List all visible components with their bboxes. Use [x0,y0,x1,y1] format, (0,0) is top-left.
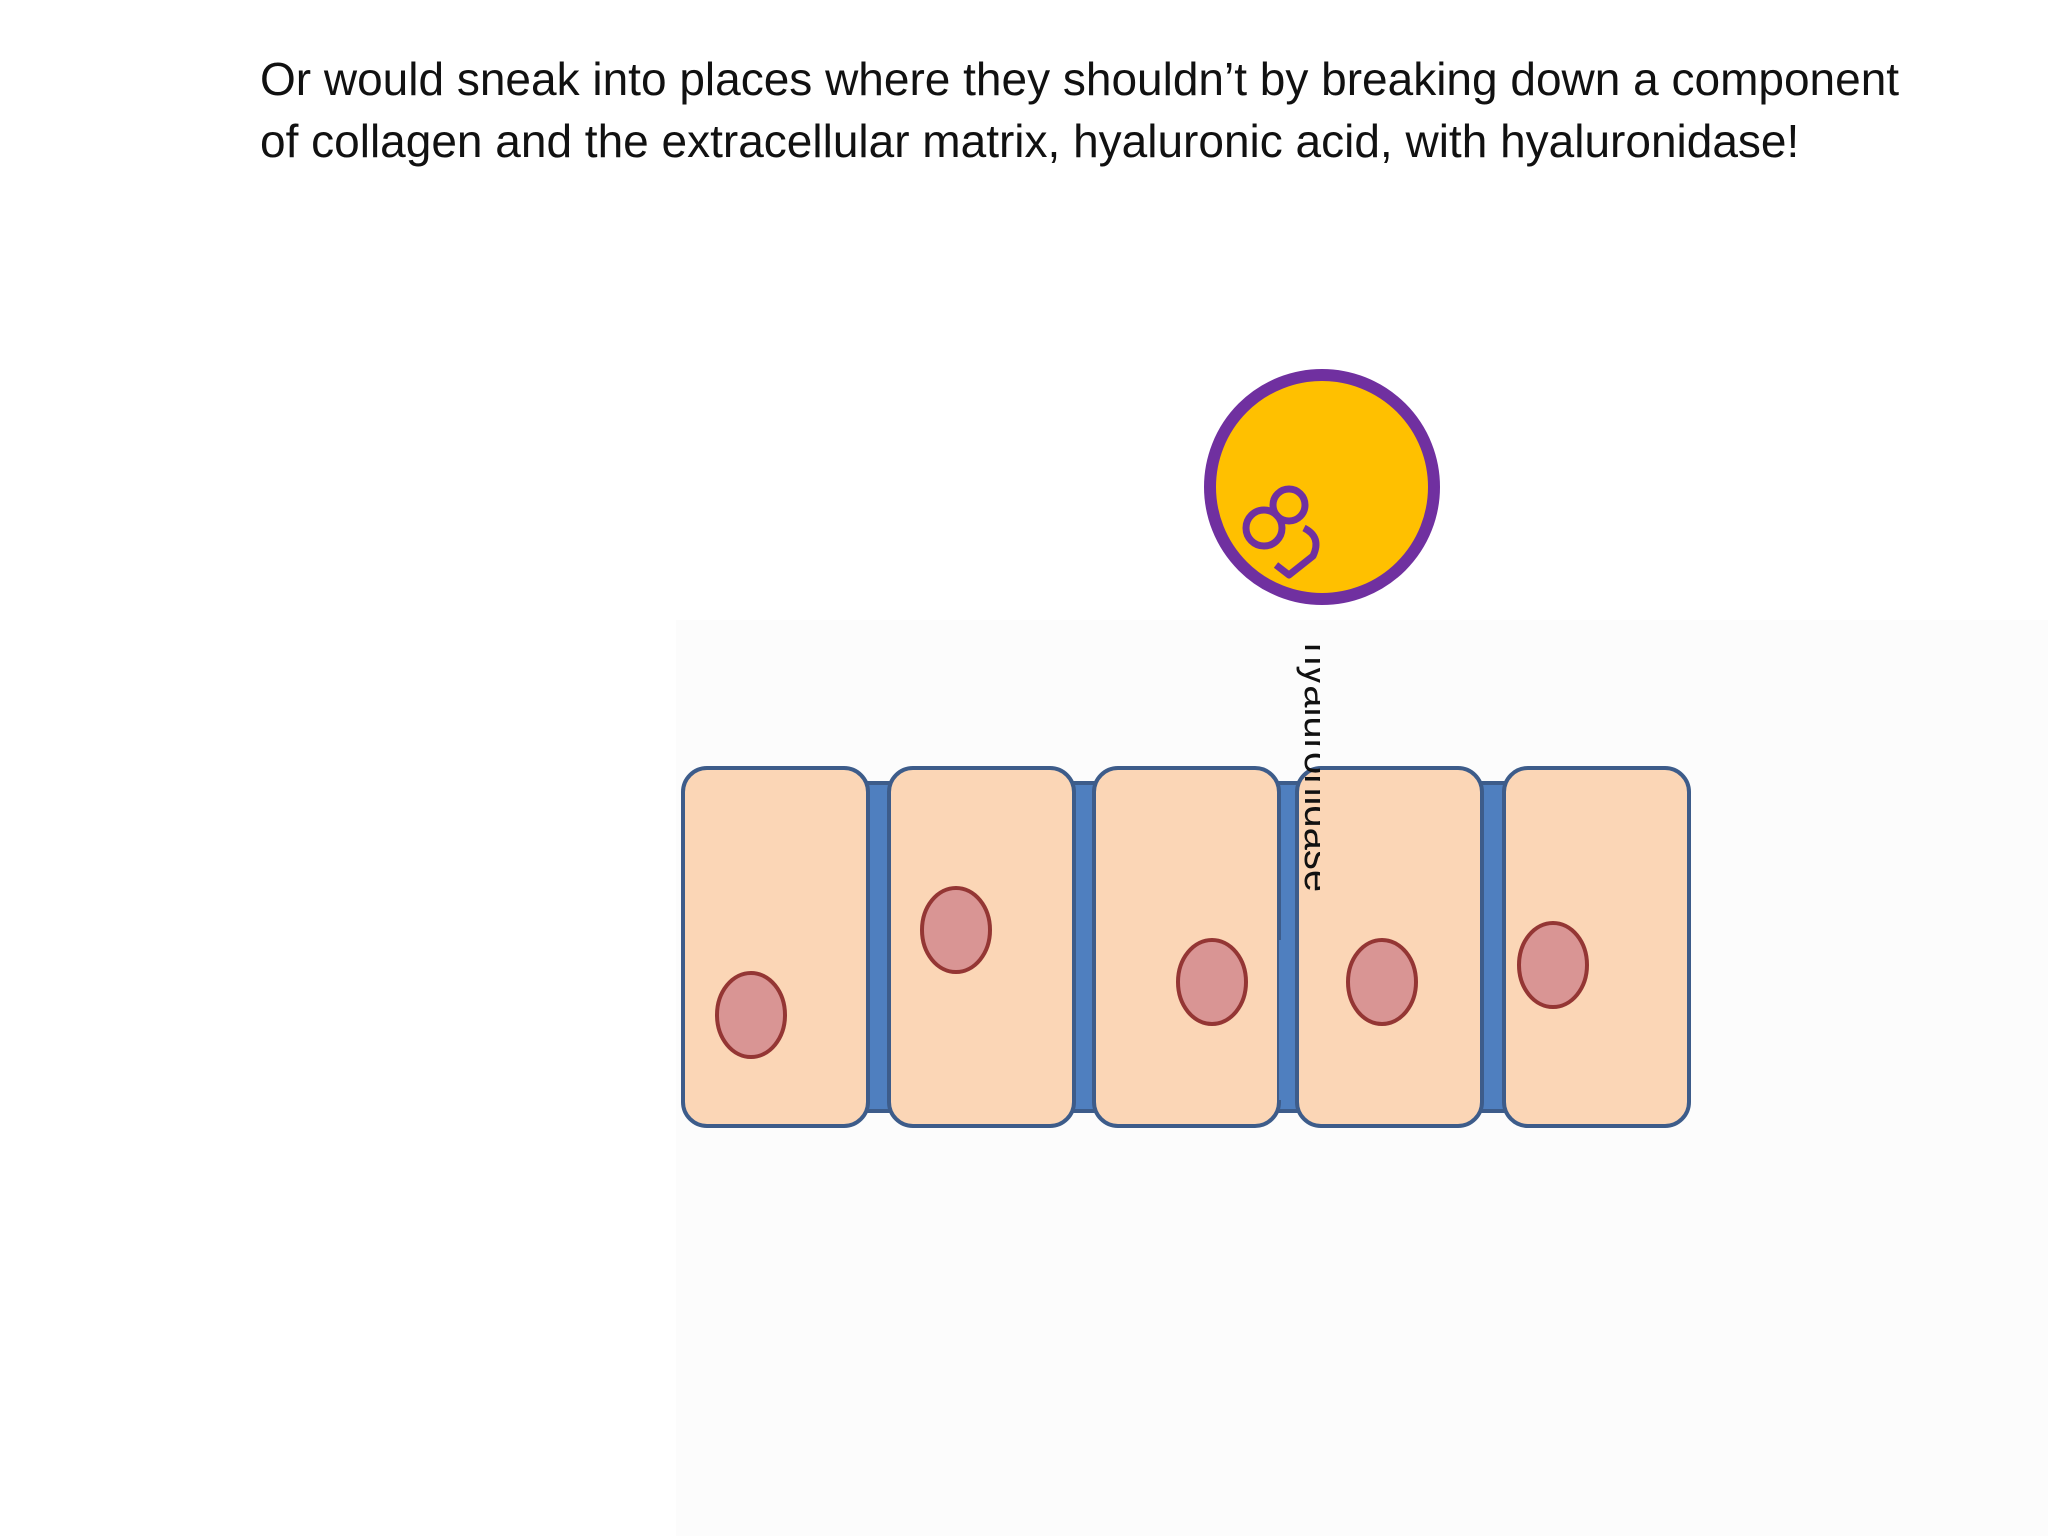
bacterium-organelle-1 [1242,506,1286,550]
nucleus-4 [1346,938,1418,1026]
epithelial-cell-3 [1092,766,1281,1128]
nucleus-1 [715,971,787,1059]
hyaluronidase-label: hyaluronidase [1296,643,1340,892]
slide-body-text: Or would sneak into places where they sh… [260,53,1900,167]
nucleus-5 [1517,921,1589,1009]
nucleus-3 [1176,938,1248,1026]
matrix-gap [1279,940,1297,1100]
bacterium-body [1204,369,1440,605]
bacterium-organelle-2 [1269,485,1309,525]
epithelial-cell-1 [681,766,870,1128]
bacterium [1204,369,1440,605]
epithelial-cell-5 [1502,766,1691,1128]
bacterium-tail [1273,524,1320,579]
nucleus-2 [920,886,992,974]
